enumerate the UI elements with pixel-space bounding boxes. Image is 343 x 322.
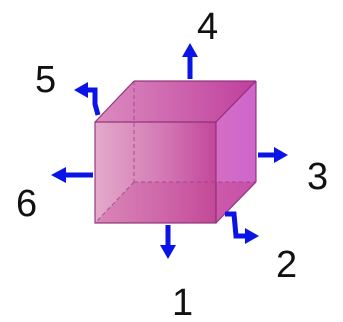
arrow-face-3	[258, 147, 288, 163]
face-number-6: 6	[16, 183, 38, 225]
face-number-4: 4	[197, 6, 219, 48]
arrow-face-2	[225, 211, 259, 244]
cube-top-face	[95, 81, 256, 122]
face-number-3: 3	[307, 156, 329, 198]
face-number-2: 2	[276, 244, 298, 286]
face-number-5: 5	[35, 59, 57, 101]
arrow-face-4	[182, 43, 198, 79]
cube-hidden-edges	[94, 81, 256, 224]
arrow-face-5	[74, 82, 101, 116]
face-number-1: 1	[172, 282, 194, 322]
arrow-face-1	[160, 225, 176, 259]
arrow-face-6	[51, 167, 93, 183]
cube-visible-edges	[94, 80, 257, 224]
